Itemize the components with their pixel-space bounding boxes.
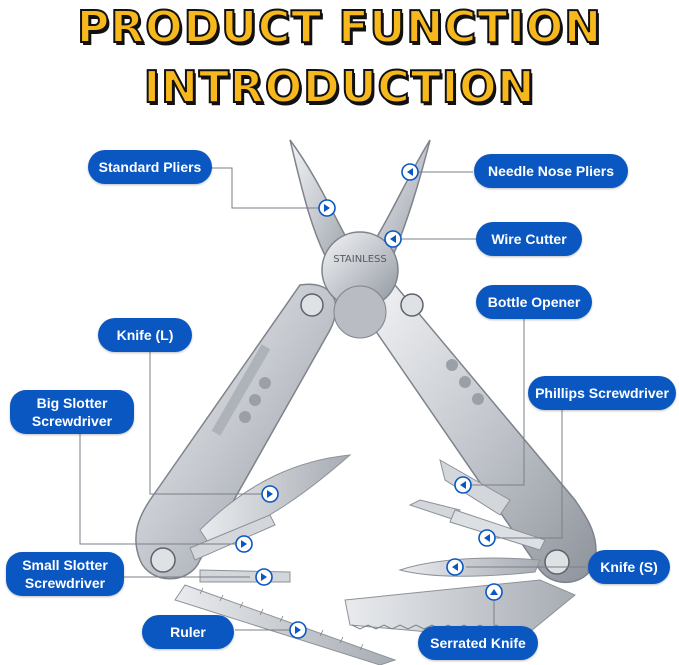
small-slotter-line-1: Small Slotter: [22, 557, 108, 573]
label-bottle-opener: Bottle Opener: [476, 285, 592, 319]
knife-s-marker: [446, 558, 464, 576]
small-slotter-tool: [199, 569, 291, 583]
label-small-slotter-screwdriver: Small Slotter Screwdriver: [6, 552, 124, 596]
label-big-slotter-screwdriver: Big Slotter Screwdriver: [10, 390, 134, 434]
label-standard-pliers: Standard Pliers: [88, 150, 212, 184]
label-knife-l: Knife (L): [98, 318, 192, 352]
bottle-opener-tool: [439, 458, 511, 516]
right-handle-holes: [446, 359, 484, 405]
big-slotter-marker: [235, 535, 253, 553]
title-line-2: INTRODUCTION: [143, 61, 536, 114]
standard-pliers-marker: [318, 199, 336, 217]
label-knife-s: Knife (S): [588, 550, 670, 584]
label-serrated-knife: Serrated Knife: [418, 626, 538, 660]
gear-teeth: [333, 285, 387, 339]
label-wire-cutter: Wire Cutter: [476, 222, 582, 256]
wire-cutter-marker: [384, 230, 402, 248]
knife-l-marker: [261, 485, 279, 503]
screws: [150, 293, 570, 575]
serrated-knife-marker: [485, 583, 503, 601]
phillips-marker: [478, 529, 496, 547]
needle-nose-marker: [401, 163, 419, 181]
bottle-opener-marker: [454, 476, 472, 494]
ruler-marker: [289, 621, 307, 639]
label-needle-nose-pliers: Needle Nose Pliers: [474, 154, 628, 188]
engraving-brand: STAINLESS: [333, 254, 387, 265]
big-slotter-line-1: Big Slotter: [36, 395, 108, 411]
ruler-blade: [174, 584, 397, 665]
big-slotter-line-2: Screwdriver: [31, 413, 113, 429]
label-phillips-screwdriver: Phillips Screwdriver: [528, 376, 676, 410]
extra-blade: [449, 509, 546, 551]
title-line-1: PRODUCT FUNCTION: [76, 1, 602, 54]
callout-markers: [235, 163, 503, 639]
small-slotter-marker: [255, 568, 273, 586]
big-slotter-tool: [189, 514, 276, 561]
small-slotter-line-2: Screwdriver: [24, 575, 106, 591]
left-handle-holes: [239, 377, 271, 423]
serrated-knife-blade: [344, 579, 576, 641]
label-ruler: Ruler: [142, 615, 234, 649]
leader-lines: [79, 167, 586, 631]
